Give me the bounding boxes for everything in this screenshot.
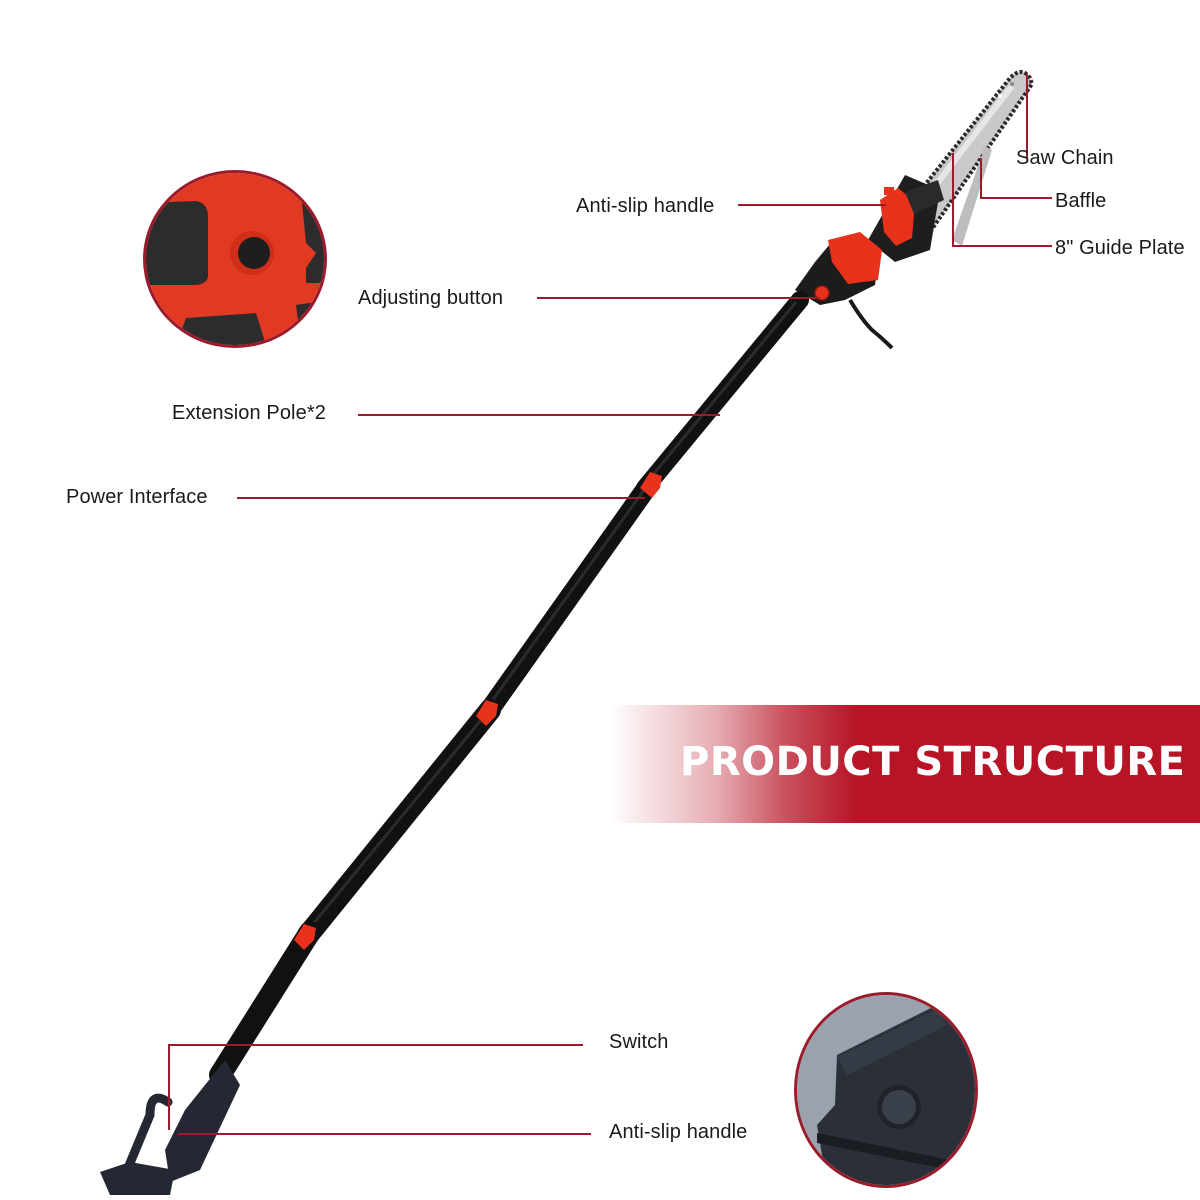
banner-title: PRODUCT STRUCTURE — [680, 739, 1186, 785]
callout-switch: Switch — [609, 1031, 669, 1053]
callout-saw-chain: Saw Chain — [1016, 147, 1114, 169]
closeup-art — [797, 995, 975, 1185]
leader-guide-plate-h — [952, 245, 1052, 247]
leader-baffle-h — [980, 197, 1052, 199]
leader-baffle — [980, 158, 982, 198]
callout-anti-slip-handle-top: Anti-slip handle — [576, 195, 715, 217]
pole-clamp — [476, 700, 498, 726]
leader-switch — [168, 1044, 583, 1046]
switch-closeup — [794, 992, 978, 1188]
callout-guide-plate: 8" Guide Plate — [1055, 237, 1185, 259]
callout-power-interface: Power Interface — [66, 486, 208, 508]
pole-clamp — [640, 472, 662, 498]
leader-anti-slip-bottom — [178, 1133, 591, 1135]
baffle — [952, 146, 992, 246]
product-structure-banner: PRODUCT STRUCTURE — [610, 705, 1200, 823]
callout-anti-slip-handle-bottom: Anti-slip handle — [609, 1121, 748, 1143]
leader-power-interface — [237, 497, 645, 499]
motor-head — [868, 175, 944, 262]
adjusting-button-closeup — [143, 170, 327, 348]
leader-adjusting-button — [537, 297, 820, 299]
pole-clamp — [294, 924, 316, 950]
leader-switch-v — [168, 1044, 170, 1130]
leader-anti-slip-top — [738, 204, 886, 206]
callout-extension-pole: Extension Pole*2 — [172, 402, 326, 424]
callout-adjusting-button: Adjusting button — [358, 287, 504, 309]
adjusting-joint — [795, 232, 894, 350]
callout-baffle: Baffle — [1055, 190, 1107, 212]
leader-guide-plate — [952, 153, 954, 247]
leader-extension-pole — [358, 414, 720, 416]
leader-saw-chain — [1026, 74, 1028, 158]
rear-handle — [100, 1060, 240, 1195]
closeup-art — [146, 173, 324, 345]
